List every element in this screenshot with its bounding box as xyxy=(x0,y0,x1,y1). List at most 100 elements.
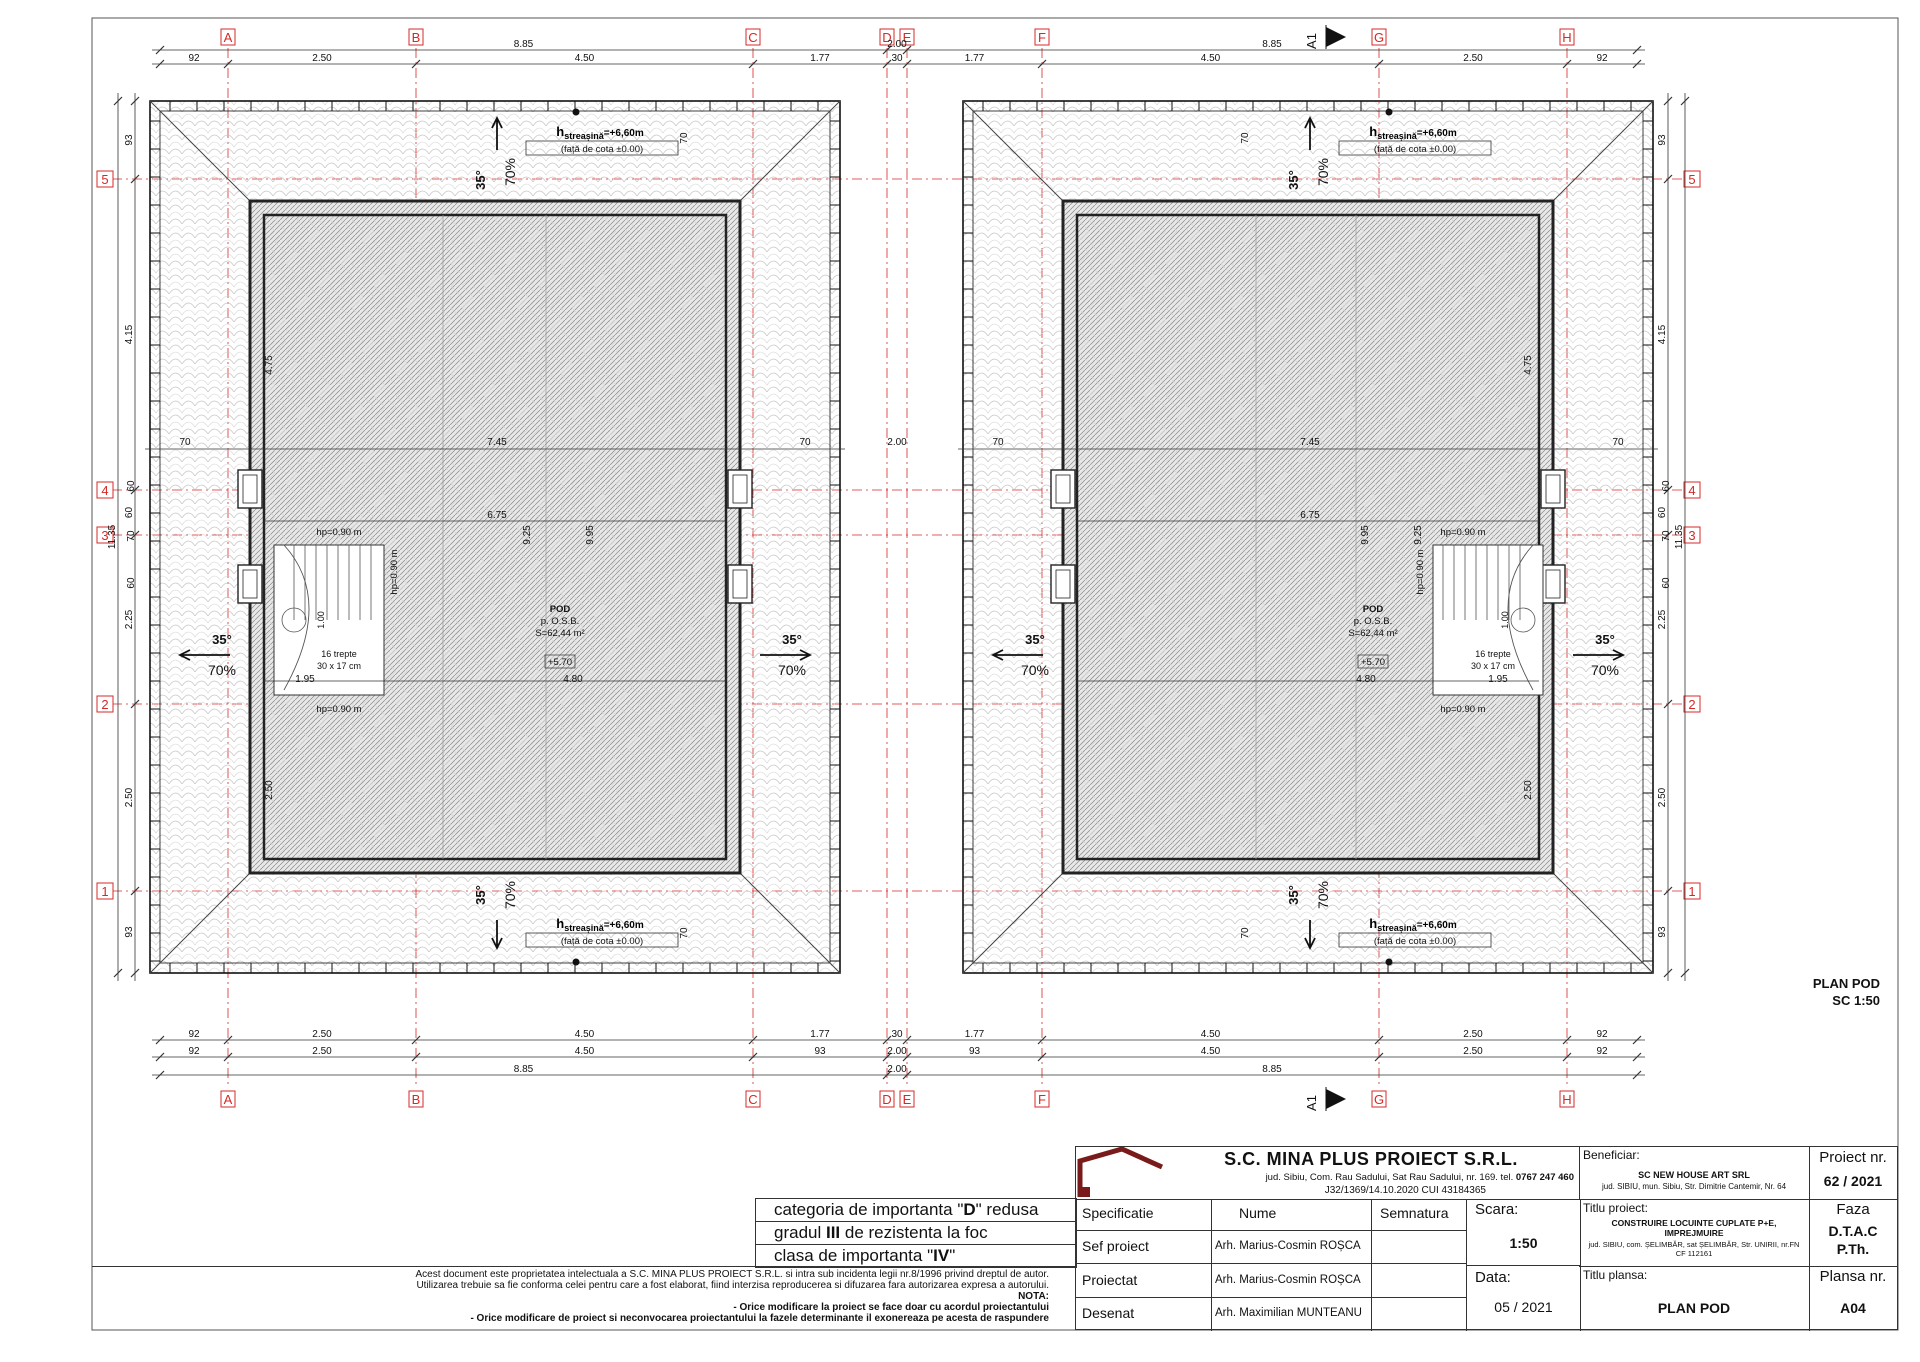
dim-tick xyxy=(1037,1052,1047,1062)
dim-tick xyxy=(223,59,233,69)
dim-window: 60 xyxy=(1661,480,1672,492)
eave-note: (față de cota ±0.00) xyxy=(1374,144,1456,155)
window-frame xyxy=(242,474,258,504)
dim-label: 2.00 xyxy=(887,1046,907,1057)
staff-name: Arh. Marius-Cosmin ROȘCA xyxy=(1215,1240,1361,1252)
hip-line xyxy=(739,100,841,202)
company-address-text: jud. Sibiu, Com. Rau Sadului, Sat Rau Sa… xyxy=(1265,1172,1516,1183)
slope-arrow-down xyxy=(491,920,503,951)
eave-marker xyxy=(572,108,580,116)
dim-window: 60 xyxy=(126,480,137,492)
date-label: Data: xyxy=(1475,1269,1511,1286)
grid-label: 1 xyxy=(101,884,108,899)
eave-note-box xyxy=(525,932,679,948)
company-logo xyxy=(1077,1147,1164,1197)
class-value: IV xyxy=(933,1246,950,1265)
dim-label: 92 xyxy=(188,1029,200,1040)
grid-label: E xyxy=(903,30,912,45)
scale-date-column: Scara: 1:50 Data: 05 / 2021 xyxy=(1466,1199,1581,1331)
grid-label: 3 xyxy=(1688,528,1695,543)
grid-label: C xyxy=(748,30,757,45)
dim-tick xyxy=(1632,59,1642,69)
grid-bubble xyxy=(1559,1090,1575,1108)
eave-height-label: hstreașină=+6,60m xyxy=(1369,916,1457,933)
grid-bubble xyxy=(220,1090,236,1108)
legal-line-5: - Orice modificare de proiect si neconvo… xyxy=(470,1313,1049,1324)
level-box xyxy=(544,654,576,669)
dim-tick xyxy=(130,174,140,184)
dim-label: 2.50 xyxy=(312,1046,332,1057)
hip-line xyxy=(1552,872,1654,974)
dim-label: 8.85 xyxy=(1262,39,1282,50)
dim-label: 60 xyxy=(1657,507,1668,519)
hip-line xyxy=(962,100,1064,202)
eave-note: (față de cota ±0.00) xyxy=(561,144,643,155)
dim-tick xyxy=(902,1070,912,1080)
grid-label: A xyxy=(224,1092,233,1107)
slope-angle-label: 35° xyxy=(1595,632,1615,647)
slope-angle-label: 35° xyxy=(473,885,488,905)
staff-role: Desenat xyxy=(1082,1305,1135,1322)
dim-tick xyxy=(1037,1035,1047,1045)
dim-overhang: 70 xyxy=(992,437,1004,448)
project-title-2: IMPREJMUIRE xyxy=(1664,1228,1724,1238)
dim-tick xyxy=(902,59,912,69)
scale-date-divider xyxy=(1467,1265,1580,1266)
col-spec-header: Specificatie xyxy=(1082,1205,1154,1221)
grid-label: 4 xyxy=(1688,483,1695,498)
importance-category: categoria de importanta "D" redusa xyxy=(756,1199,1076,1222)
grid-label: F xyxy=(1038,1092,1046,1107)
grid-bubble xyxy=(220,28,236,46)
dim-tick xyxy=(155,1070,165,1080)
dim-tick xyxy=(882,1035,892,1045)
dormer-window xyxy=(1540,564,1566,604)
dim-label: 93 xyxy=(1657,926,1668,938)
headroom-label: hp=0.90 m xyxy=(389,549,400,594)
eave-band xyxy=(159,110,831,964)
dim-inner-vertical: 2.50 xyxy=(1523,780,1534,800)
dormer-window xyxy=(727,469,753,509)
project-divider-2 xyxy=(1579,1266,1809,1267)
dim-label: 4.50 xyxy=(1201,1046,1221,1057)
dim-label: 11.35 xyxy=(107,524,118,549)
dim-inner-vertical: 2.50 xyxy=(264,780,275,800)
headroom-label: hp=0.90 m xyxy=(316,704,361,715)
staircase xyxy=(273,544,385,696)
grid-bubble xyxy=(1034,1090,1050,1108)
dim-overhang: 70 xyxy=(799,437,811,448)
eave-note: (față de cota ±0.00) xyxy=(1374,936,1456,947)
project-divider-1 xyxy=(1579,1199,1809,1200)
legal-note-title: NOTA: xyxy=(1018,1291,1049,1302)
dim-label: 2.50 xyxy=(1657,787,1668,807)
dormer-window xyxy=(1050,564,1076,604)
dim-inner-vertical: 4.75 xyxy=(264,355,275,375)
dim-width-inner: 6.75 xyxy=(487,510,507,521)
dim-tick xyxy=(1632,1070,1642,1080)
fire-value: III xyxy=(825,1223,841,1242)
col-name-header: Nume xyxy=(1239,1205,1277,1221)
dim-label: 2.50 xyxy=(1463,1046,1483,1057)
room-name: POD xyxy=(1363,604,1384,615)
slope-arrow-right xyxy=(1573,649,1626,661)
slope-percent-label: 70% xyxy=(208,662,236,678)
fire-text-a: gradul xyxy=(774,1223,826,1242)
dim-tick xyxy=(411,1052,421,1062)
stairs-size: 30 x 17 cm xyxy=(1471,661,1515,671)
grid-bubble xyxy=(1034,28,1050,46)
logo-base xyxy=(1080,1187,1090,1197)
dormer-window xyxy=(727,564,753,604)
slope-arrow-left xyxy=(990,649,1043,661)
eave-height-label: hstreașină=+6,60m xyxy=(556,124,644,141)
dim-tick xyxy=(155,45,165,55)
dim-label: 2.00 xyxy=(887,1064,907,1075)
sheet-scale: SC 1:50 xyxy=(1832,993,1880,1008)
dim-tick xyxy=(130,96,140,106)
dim-label: 4.15 xyxy=(124,324,135,344)
class-text-b: " xyxy=(949,1246,956,1265)
date-value: 05 / 2021 xyxy=(1494,1299,1553,1315)
sheet-title-label: Titlu plansa: xyxy=(1583,1268,1648,1282)
grid-label: G xyxy=(1374,1092,1384,1107)
